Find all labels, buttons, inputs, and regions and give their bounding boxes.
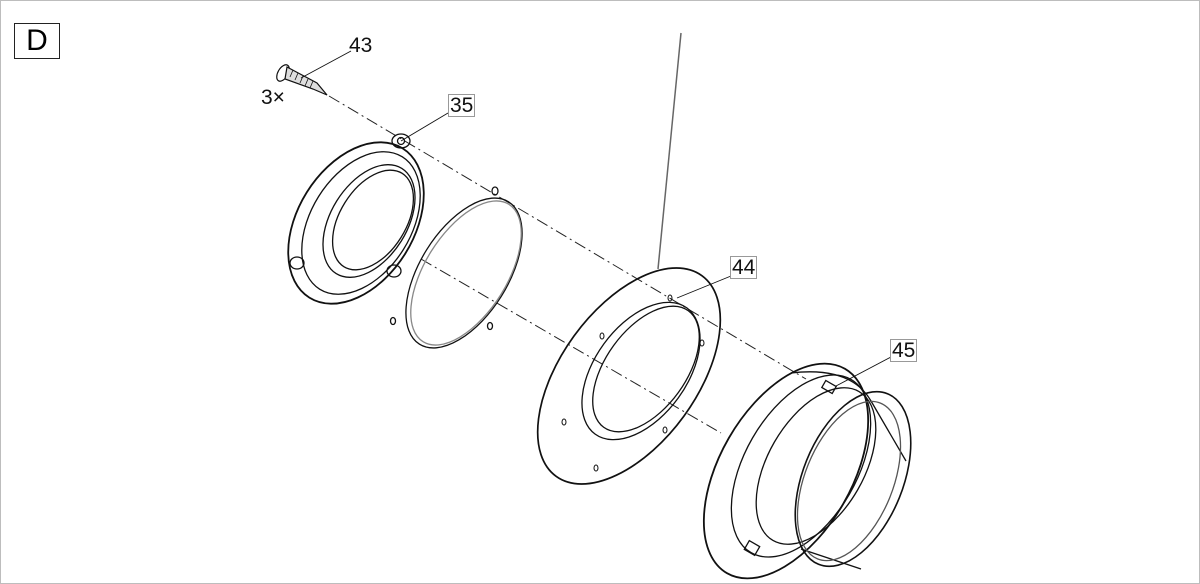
screw-43 [276, 64, 328, 96]
reference-line [657, 32, 682, 270]
view-letter-label: D [14, 23, 60, 59]
leader-lines [300, 50, 892, 387]
callout-45: 45 [890, 339, 918, 362]
callout-43: 43 [349, 34, 373, 57]
assembly-axis-lines [328, 95, 807, 434]
gasket-44 [536, 267, 722, 485]
o-ring [389, 186, 523, 349]
flange-35 [287, 133, 425, 305]
adapter-45 [702, 362, 912, 580]
callout-quantity: 3× [261, 86, 285, 109]
callout-44: 44 [730, 256, 758, 279]
callout-35: 35 [448, 94, 476, 117]
